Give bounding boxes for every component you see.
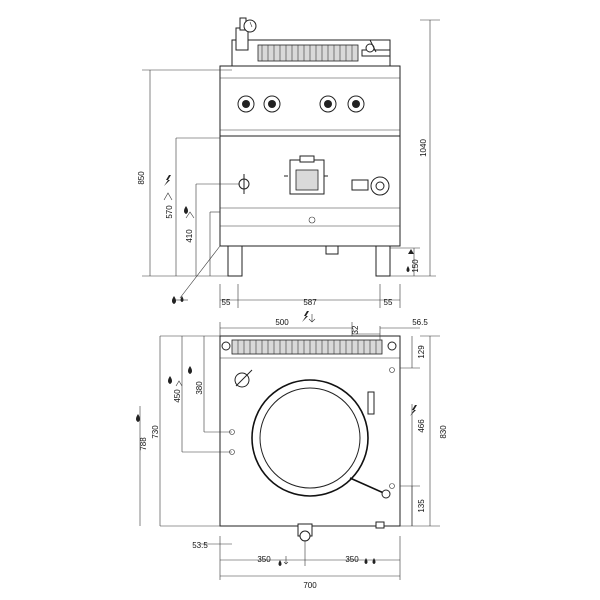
top-water-icon-left <box>168 376 183 387</box>
dim-129: 129 <box>417 345 426 359</box>
water-tap <box>361 39 391 57</box>
dim-135: 135 <box>417 499 426 513</box>
dim-150: 150 <box>411 259 420 273</box>
top-drain-icon-bottom-left <box>278 556 289 566</box>
dim-570: 570 <box>165 205 174 219</box>
dim-53-5: 53.5 <box>192 541 208 550</box>
top-drain-icon-left <box>136 414 140 422</box>
backsplash-grille <box>257 44 359 62</box>
kettle-rim <box>251 379 369 497</box>
dim-830: 830 <box>439 425 448 439</box>
dim-350-right: 350 <box>345 555 359 564</box>
dim-56-5: 56.5 <box>412 318 428 327</box>
dim-32: 32 <box>351 325 360 334</box>
top-water-tap <box>234 369 253 388</box>
dim-380: 380 <box>195 381 204 395</box>
top-drain-icon-bottom-right <box>364 558 376 564</box>
dim-410: 410 <box>185 229 194 243</box>
dim-1040: 1040 <box>419 139 428 157</box>
foot-left <box>227 245 243 277</box>
front-dim-lines <box>142 19 440 277</box>
top-drain-spout <box>297 521 385 542</box>
top-lightning-icon-right <box>410 405 417 416</box>
dim-500: 500 <box>275 318 289 327</box>
top-back-grille <box>231 339 383 355</box>
dim-587: 587 <box>303 298 317 307</box>
kettle-inner <box>259 387 361 489</box>
dim-55-right: 55 <box>384 298 393 307</box>
pressure-valve <box>235 17 257 51</box>
dim-350-left: 350 <box>257 555 271 564</box>
top-level-indicator <box>367 391 375 415</box>
lightning-arrow-icon <box>163 175 173 201</box>
foot-right <box>375 245 391 277</box>
drain-valve <box>284 155 328 195</box>
dim-466: 466 <box>417 419 426 433</box>
dim-55-left: 55 <box>222 298 231 307</box>
dim-730: 730 <box>151 425 160 439</box>
dim-850: 850 <box>137 171 146 185</box>
water-connection <box>238 174 250 194</box>
top-outline <box>219 335 401 527</box>
front-width-dim <box>219 284 401 308</box>
control-knobs <box>237 95 365 113</box>
dim-700: 700 <box>303 581 317 590</box>
top-dim-lines <box>139 322 440 580</box>
top-water-icon-mid <box>188 366 192 374</box>
water-drop-icon <box>184 206 195 219</box>
dim-788: 788 <box>139 437 148 451</box>
drain-icon-right <box>406 249 414 272</box>
electrical-connection <box>351 176 390 196</box>
top-lightning-icon <box>302 311 316 323</box>
front-view: 850 1040 570 410 150 55 587 55 <box>137 17 440 308</box>
kettle-handle <box>349 477 387 495</box>
top-view: 500 32 56.5 129 830 466 135 380 450 730 … <box>136 311 448 590</box>
drain-icon <box>172 296 184 304</box>
dim-450: 450 <box>173 389 182 403</box>
